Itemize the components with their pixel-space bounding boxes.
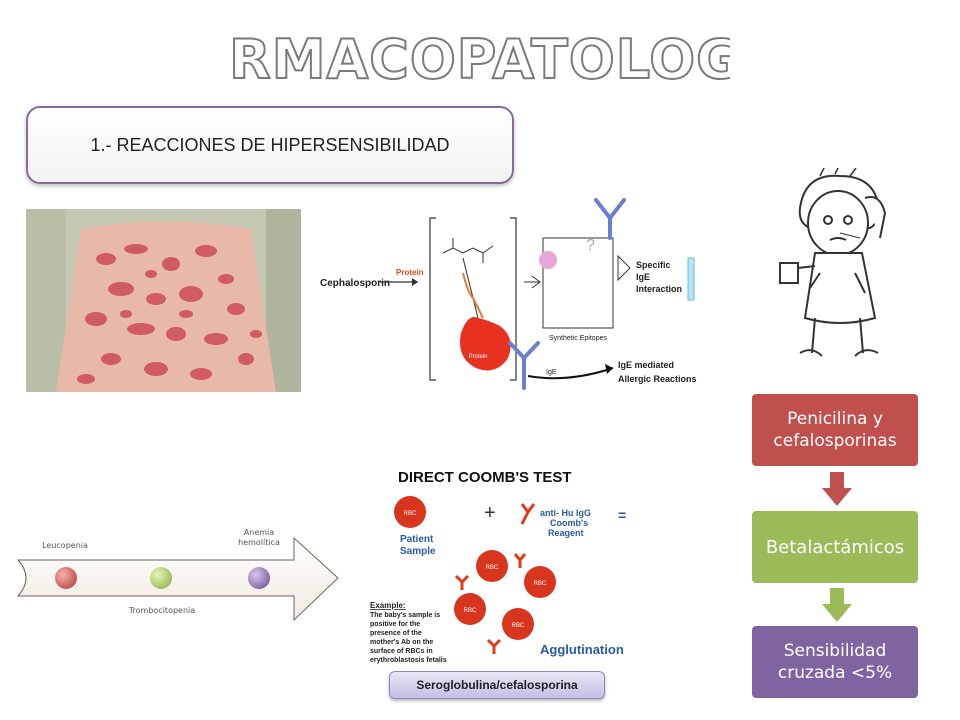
svg-text:positive for the: positive for the — [370, 621, 420, 628]
cephalosporin-label: Cephalosporin — [320, 278, 390, 289]
example-lead: Example: — [370, 601, 406, 610]
flow-box-sensibilidad: Sensibilidad cruzada <5% — [752, 626, 918, 698]
cephalosporin-diagram: Cephalosporin Protein Protein Synthetic … — [318, 198, 698, 398]
svg-text:Reagent: Reagent — [548, 528, 584, 538]
svg-text:RBC: RBC — [404, 511, 417, 517]
svg-text:presence of the: presence of the — [370, 630, 422, 637]
svg-text:+: + — [484, 502, 496, 524]
timeline-item-anemia: Anemia hemolítica — [238, 528, 280, 547]
svg-text:erythroblastosis fetalis: erythroblastosis fetalis — [370, 657, 447, 664]
hematologic-timeline — [16, 530, 342, 626]
sick-child-illustration — [760, 163, 920, 368]
page-title: FARMACOPATOLOGÍA — [0, 22, 960, 92]
ige-mediated-label: IgE mediated — [618, 360, 674, 370]
specific-ige-label-3: Interaction — [636, 284, 682, 294]
svg-text:RBC: RBC — [512, 623, 525, 629]
svg-text:mother's Ab on the: mother's Ab on the — [370, 639, 433, 646]
svg-text:anti- Hu IgG: anti- Hu IgG — [540, 508, 591, 518]
timeline-item-trombocitopenia: Trombocitopenia — [128, 606, 196, 615]
svg-text:Coomb's: Coomb's — [550, 518, 588, 528]
svg-text:=: = — [618, 507, 626, 523]
flow-arrow-down-icon-2 — [822, 588, 852, 622]
leucopenia-dot — [55, 567, 77, 589]
patient-sample-label: Patient — [400, 534, 434, 545]
protein-lower-label: Protein — [468, 354, 487, 360]
flow-box-betalactamicos: Betalactámicos — [752, 511, 918, 583]
section-header: 1.- REACCIONES DE HIPERSENSIBILIDAD — [90, 134, 450, 155]
patient-rbc: RBC — [394, 496, 426, 528]
specific-ige-label-2: IgE — [636, 272, 650, 282]
ige-label: IgE — [546, 369, 557, 376]
svg-text:surface of RBCs in: surface of RBCs in — [370, 648, 433, 655]
protein-label: Protein — [396, 268, 424, 277]
flow-arrow-down-icon — [822, 472, 852, 506]
title-text: FARMACOPATOLOGÍA — [230, 28, 730, 91]
antibody-icon — [520, 503, 536, 525]
section-header-box: 1.- REACCIONES DE HIPERSENSIBILIDAD — [26, 106, 514, 184]
svg-text:The baby's sample is: The baby's sample is — [370, 612, 440, 619]
flow-box-penicilina: Penicilina y cefalosporinas — [752, 394, 918, 466]
allergic-reactions-label: Allergic Reactions — [618, 374, 697, 384]
timeline-item-leucopenia: Leucopenia — [42, 541, 88, 550]
anemia-dot — [248, 567, 270, 589]
svg-text:Sample: Sample — [400, 546, 436, 557]
svg-text:RBC: RBC — [534, 581, 547, 587]
specific-ige-label: Specific — [636, 260, 671, 270]
svg-text:?: ? — [586, 237, 595, 254]
trombocitopenia-dot — [150, 567, 172, 589]
rash-photo — [26, 209, 301, 392]
svg-text:RBC: RBC — [464, 608, 477, 614]
agglutination-label: Agglutination — [540, 642, 624, 657]
coombs-title: DIRECT COOMB'S TEST — [398, 469, 572, 486]
seroglobulina-label: Seroglobulina/cefalosporina — [389, 671, 605, 699]
svg-text:RBC: RBC — [486, 565, 499, 571]
synthetic-epitopes-label: Synthetic Epitopes — [549, 335, 607, 342]
coombs-test-diagram: DIRECT COOMB'S TEST RBC Patient Sample +… — [360, 464, 650, 664]
